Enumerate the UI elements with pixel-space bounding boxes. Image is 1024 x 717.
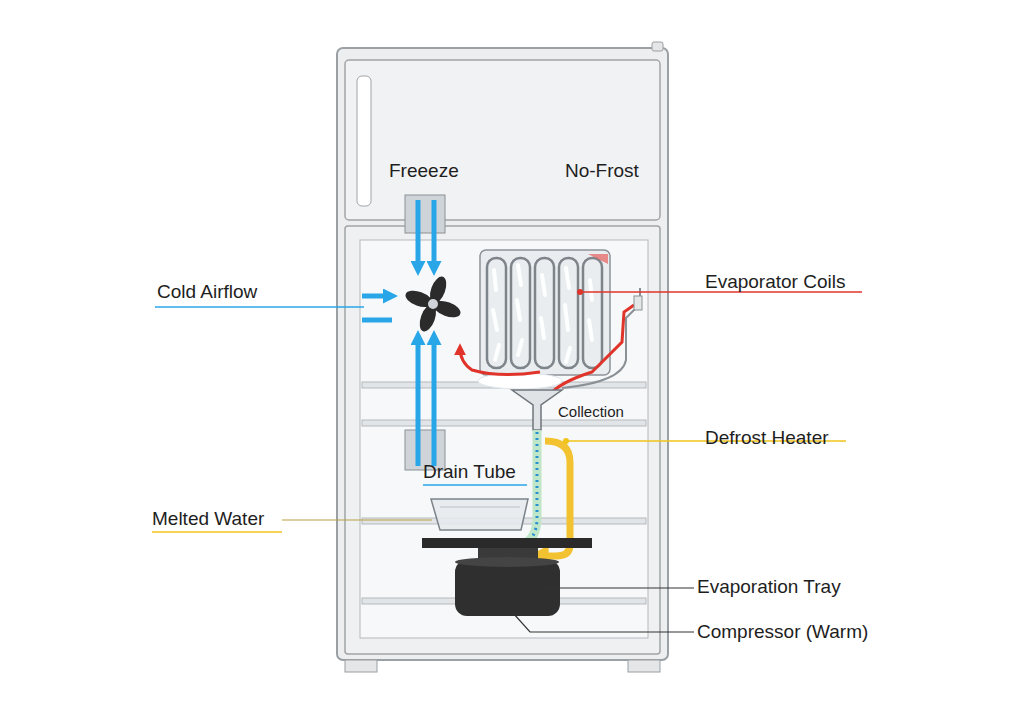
part-label: Evaporator Coils <box>705 271 845 293</box>
water-tray <box>431 499 528 530</box>
refrigerant-pipe <box>562 288 640 388</box>
leader-line <box>282 519 432 520</box>
part-label: Cold Airflow <box>157 281 257 303</box>
part-label: Drain Tube <box>423 461 516 483</box>
compartment-label: Freeeze <box>389 160 459 182</box>
heat-tint <box>588 254 608 264</box>
leader-line <box>540 587 694 588</box>
airflow-arrow <box>432 336 437 466</box>
fan-symbol <box>403 274 462 333</box>
drain-tube <box>520 430 537 546</box>
fridge-compartment <box>345 226 660 654</box>
water-level <box>440 507 520 508</box>
frost-patches <box>493 265 592 362</box>
evaporation-plate <box>422 538 592 548</box>
part-label: Compressor (Warm) <box>697 621 868 643</box>
hinge-knob <box>652 42 663 51</box>
air-vent <box>405 195 445 233</box>
fridge-foot <box>628 660 660 672</box>
airflow-arrow <box>432 200 437 270</box>
evaporator-tubes <box>487 258 602 368</box>
freezer-door <box>345 60 660 220</box>
pipe-bracket <box>634 296 642 310</box>
leader-line <box>423 484 527 486</box>
heat-arrow <box>548 305 634 396</box>
compartment-label: No-Frost <box>565 160 639 182</box>
airflow-arrow <box>362 294 392 299</box>
airflow-arrow <box>362 318 392 323</box>
part-label: Collection <box>558 401 624 423</box>
part-label: Evaporation Tray <box>697 576 841 598</box>
fridge-body <box>337 48 668 660</box>
leader-line <box>155 306 364 308</box>
airflow-arrow <box>416 200 421 270</box>
fridge-foot <box>345 660 377 672</box>
inner-wall <box>360 240 648 638</box>
collection-funnel <box>512 390 562 430</box>
shelf <box>362 420 646 426</box>
door-handle <box>357 76 371 206</box>
airflow-arrow <box>416 336 421 466</box>
evaporator-frame <box>480 250 610 375</box>
drain-water <box>520 432 537 546</box>
compressor-rim <box>455 557 559 567</box>
part-label: Defrost Heater <box>705 427 829 449</box>
part-label: Melted Water <box>152 508 264 530</box>
heat-arrow <box>460 348 540 375</box>
leader-line <box>513 613 694 632</box>
leader-line <box>152 531 282 533</box>
